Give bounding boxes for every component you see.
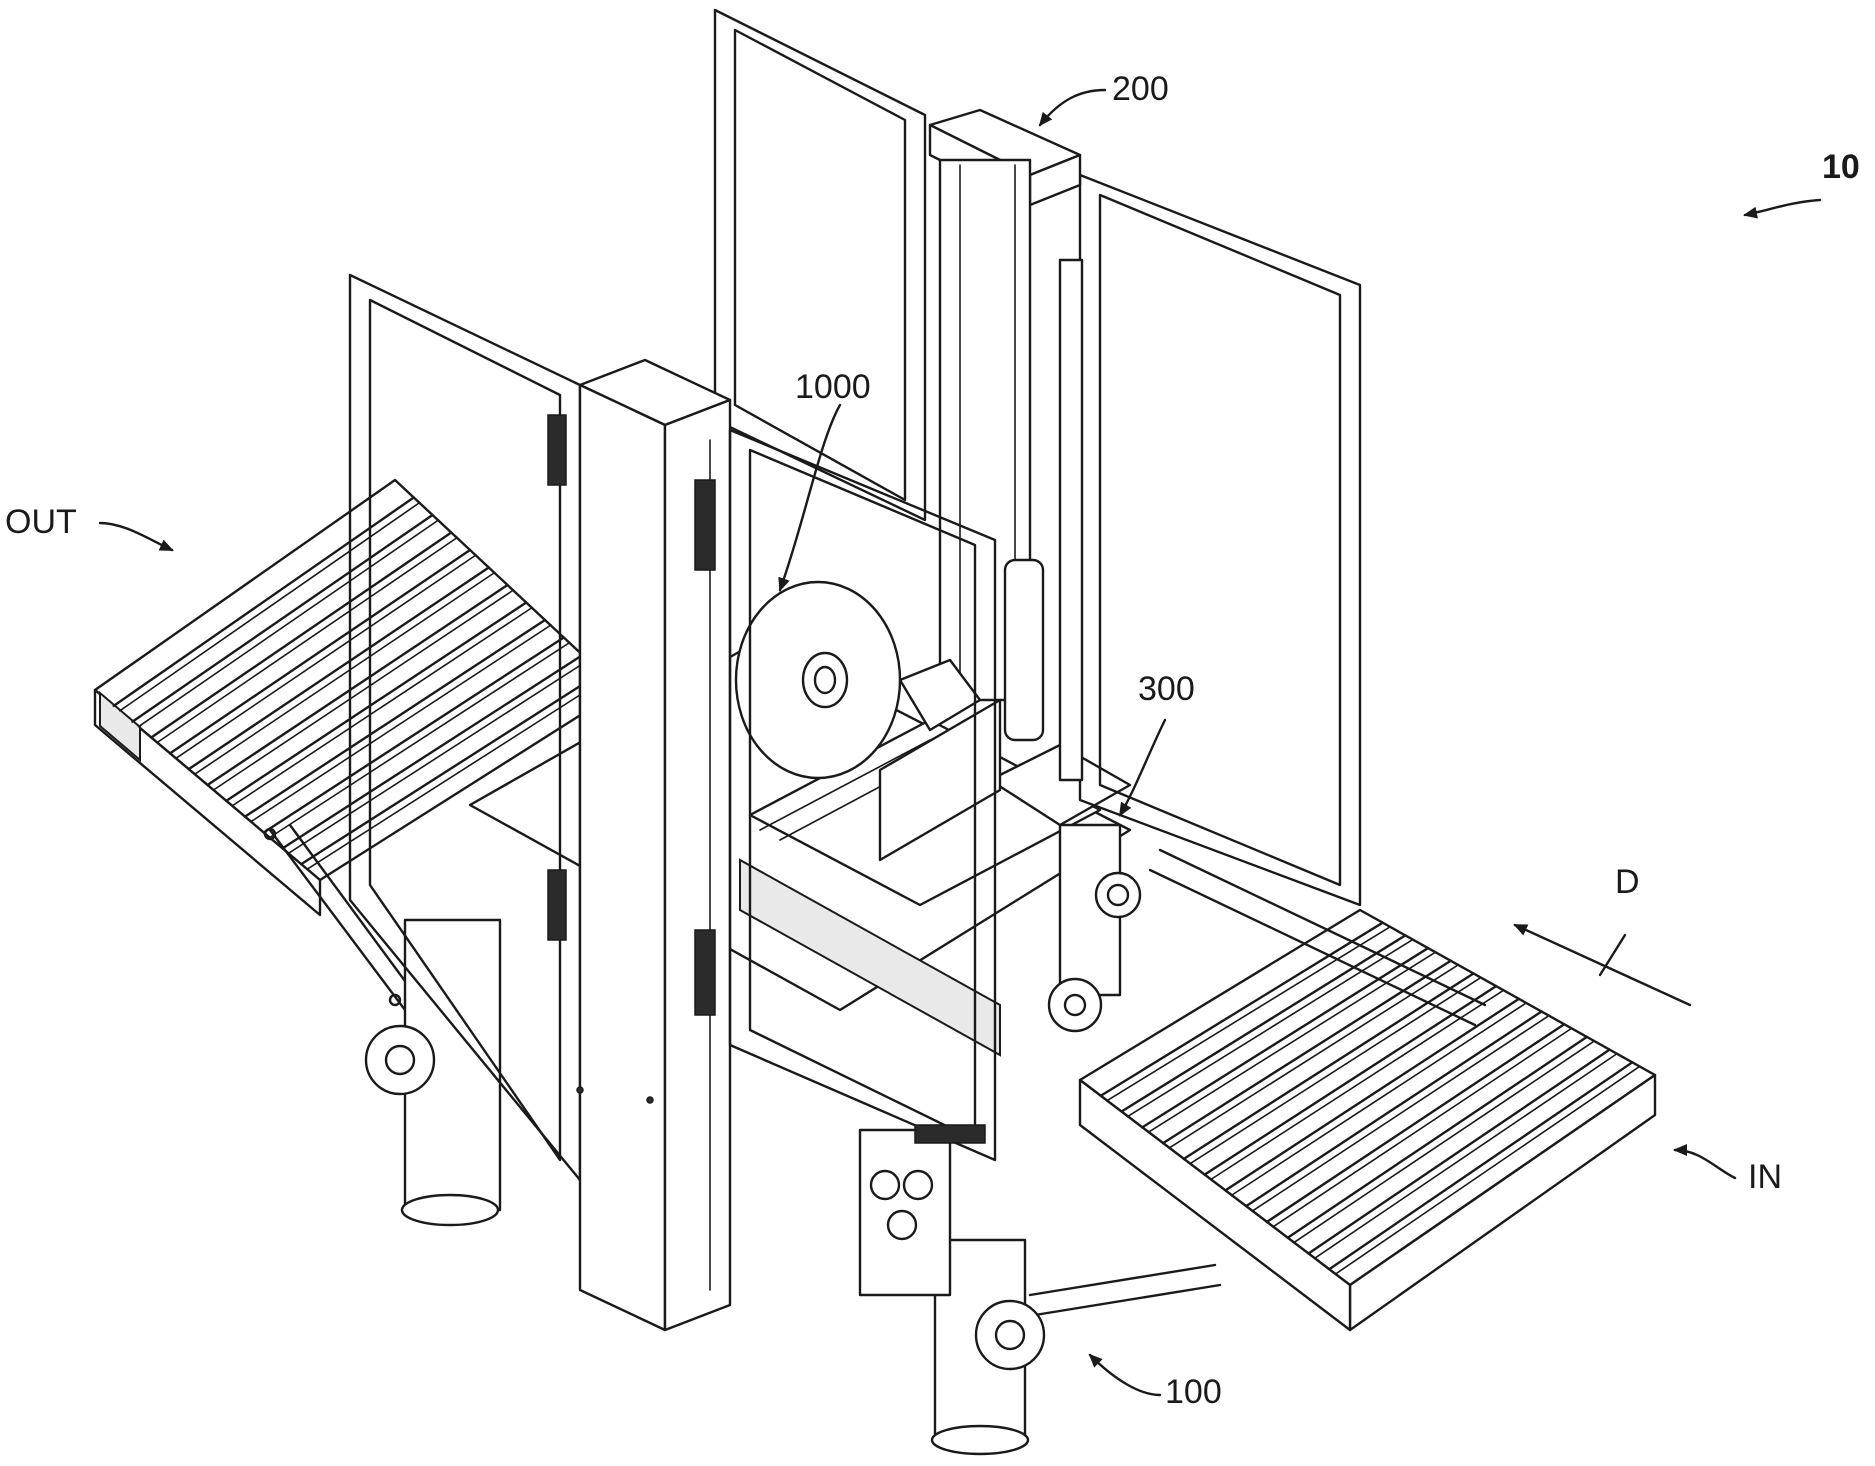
leader-lines xyxy=(98,88,1822,1397)
direction-arrow xyxy=(1513,923,1692,1007)
infeed-roller-edge xyxy=(1272,1028,1572,1228)
rear-window-right xyxy=(1078,173,1362,907)
outfeed-roller-edge xyxy=(306,676,609,870)
outfeed-roller-edge xyxy=(231,606,534,807)
infeed-rollers xyxy=(1099,921,1640,1276)
infeed-roller-edge xyxy=(1251,1015,1549,1212)
leader-300 xyxy=(1118,718,1167,817)
outfeed-roller xyxy=(187,566,490,771)
infeed-roller-edge xyxy=(1189,977,1481,1165)
infeed-roller-edge xyxy=(1168,964,1458,1149)
leader-100 xyxy=(1088,1353,1162,1397)
outfeed-roller-edge xyxy=(268,641,571,839)
outfeed-roller xyxy=(243,618,547,818)
guide-rail xyxy=(1058,258,1084,782)
infeed-roller-edge xyxy=(1292,1041,1594,1244)
lift-cylinder xyxy=(1003,558,1045,742)
outfeed-roller-edge xyxy=(156,536,459,744)
outfeed-conveyor xyxy=(93,478,622,1032)
infeed-roller-edge xyxy=(1209,990,1503,1181)
tape-roll-face xyxy=(734,580,902,780)
bed-shadow xyxy=(739,858,1001,1057)
infeed-roller xyxy=(1141,946,1430,1129)
figure-reference-numeral: 10 xyxy=(1822,148,1860,186)
outfeed-roller xyxy=(150,531,453,739)
infeed-roller xyxy=(1182,972,1475,1161)
infeed-roller xyxy=(1307,1048,1611,1255)
infeed-roller xyxy=(1328,1061,1634,1271)
infeed-roller-edge xyxy=(1126,939,1413,1118)
front-column-left-face xyxy=(578,383,667,1332)
front-guard-frame-right xyxy=(728,428,997,1162)
outfeed-roller xyxy=(112,496,415,708)
outfeed-strut xyxy=(268,828,422,1032)
label-300: 300 xyxy=(1138,670,1195,708)
infeed-roller xyxy=(1244,1010,1543,1208)
leader-out xyxy=(98,521,174,552)
rear-guard-frame xyxy=(713,8,1362,907)
lower-drive-wheel xyxy=(1047,977,1103,1033)
outfeed-roller-edge xyxy=(175,554,477,760)
rear-window-left xyxy=(713,8,927,522)
side-guide-rod xyxy=(1158,848,1487,1007)
outfeed-rollers xyxy=(112,496,609,870)
infeed-roller xyxy=(1265,1023,1566,1224)
label-100: 100 xyxy=(1165,1373,1222,1411)
leader-200 xyxy=(1038,88,1107,127)
infeed-strut xyxy=(1028,1263,1217,1297)
outfeed-roller-edge xyxy=(193,571,496,775)
tape-roll-core xyxy=(801,651,849,709)
infeed-roller-edge xyxy=(1230,1003,1526,1197)
height-knob-left xyxy=(364,1024,436,1096)
tape-head-housing xyxy=(878,698,1002,862)
outfeed-roller xyxy=(262,636,565,834)
outfeed-roller-edge xyxy=(250,624,552,823)
label-in: IN xyxy=(1748,1158,1782,1196)
front-column-right-face xyxy=(663,398,732,1332)
outfeed-roller xyxy=(131,513,434,723)
outfeed-roller xyxy=(281,653,584,850)
leader-10 xyxy=(1743,198,1822,219)
leader-1000 xyxy=(778,403,842,592)
infeed-roller xyxy=(1286,1035,1589,1239)
leader-in xyxy=(1673,1144,1737,1180)
infeed-conveyor xyxy=(1028,848,1657,1332)
infeed-roller xyxy=(1099,921,1384,1097)
outfeed-roller-edge xyxy=(212,589,515,791)
outfeed-roller xyxy=(168,548,472,755)
infeed-roller-edge xyxy=(1313,1053,1617,1260)
label-1000: 1000 xyxy=(795,368,871,406)
infeed-roller-edge xyxy=(1105,926,1390,1102)
height-knob-right xyxy=(974,1299,1046,1371)
infeed-roller xyxy=(1203,984,1498,1176)
label-out: OUT xyxy=(5,503,77,541)
tape-head-assembly xyxy=(734,580,1002,862)
infeed-roller-edge xyxy=(1334,1066,1640,1276)
outfeed-roller-edge xyxy=(287,659,590,855)
front-column xyxy=(576,358,732,1332)
outfeed-roller-edge xyxy=(137,519,440,728)
infeed-left-rail xyxy=(1078,1078,1352,1332)
label-200: 200 xyxy=(1112,70,1169,108)
outfeed-roller xyxy=(206,583,509,787)
infeed-roller xyxy=(1224,997,1521,1192)
infeed-roller xyxy=(1120,934,1407,1113)
tape-arm xyxy=(898,658,982,732)
outfeed-roller xyxy=(300,671,603,866)
outfeed-roller xyxy=(225,601,528,803)
label-d: D xyxy=(1615,863,1640,901)
